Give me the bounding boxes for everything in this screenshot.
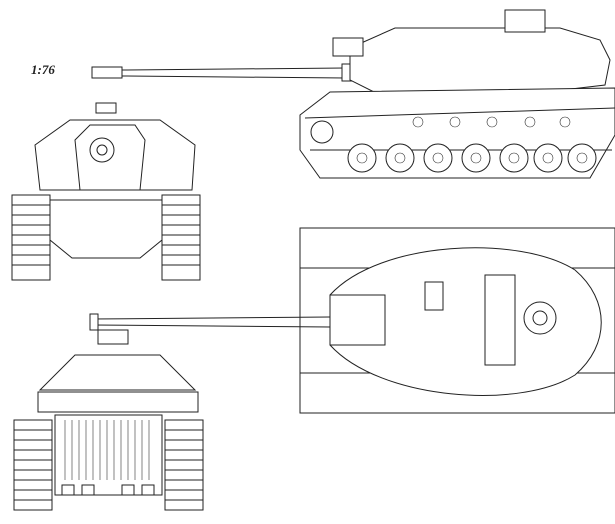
side-view [91, 9, 615, 179]
front-view [11, 102, 201, 281]
rear-view [13, 329, 204, 511]
top-view [89, 227, 615, 414]
scale-label: 1:76 [31, 62, 55, 77]
